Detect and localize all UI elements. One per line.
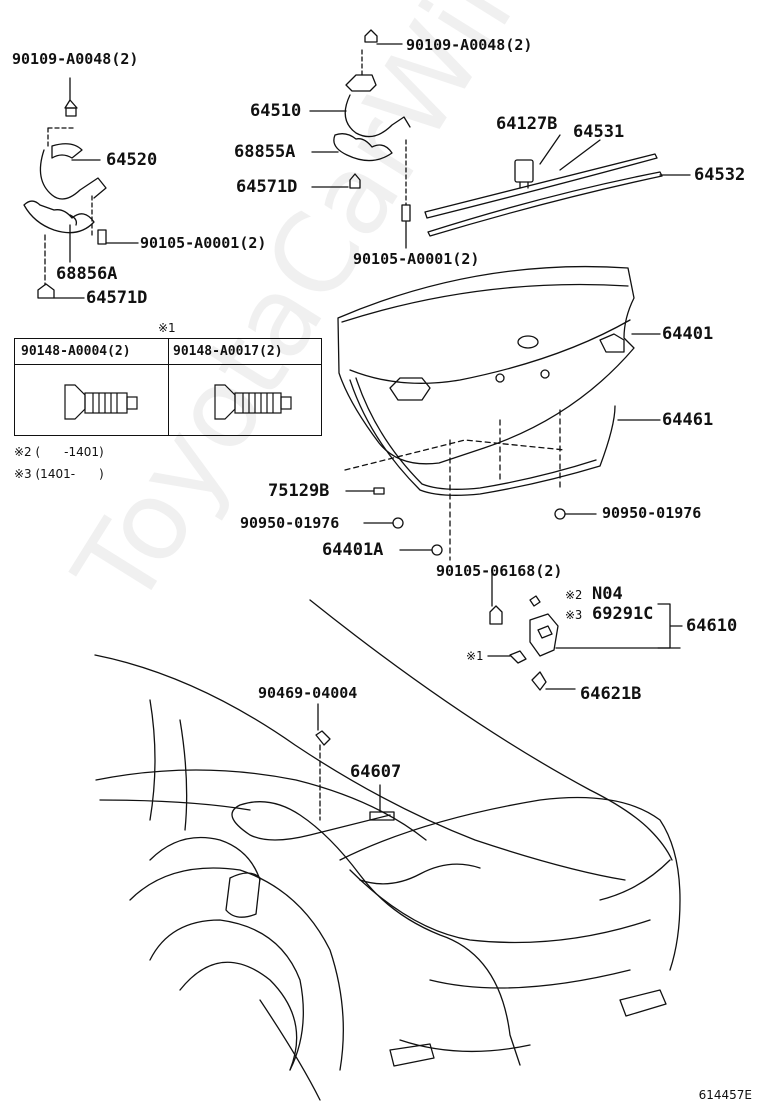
label-75129b: 75129B xyxy=(268,481,330,501)
label-64461: 64461 xyxy=(662,410,714,430)
label-64607: 64607 xyxy=(350,762,402,782)
label-64531: 64531 xyxy=(573,122,625,142)
bolt-icons xyxy=(64,384,292,420)
label-mark-1: ※1 xyxy=(466,649,484,663)
table-col1: 90148-A0004(2) xyxy=(21,344,131,359)
label-64532: 64532 xyxy=(694,165,746,185)
label-64510: 64510 xyxy=(250,101,302,121)
label-mark-2: ※2 xyxy=(565,588,583,602)
molding-strips xyxy=(424,134,691,237)
label-68855a: 68855A xyxy=(234,142,296,162)
table-col2: 90148-A0017(2) xyxy=(173,344,283,359)
label-64401a: 64401A xyxy=(322,540,384,560)
fasteners-rear xyxy=(345,487,597,556)
weatherstrip xyxy=(344,377,661,561)
label-64610: 64610 xyxy=(686,616,738,636)
label-90950-01976-right: 90950-01976 xyxy=(602,504,702,522)
trunk-lid xyxy=(337,265,661,465)
label-90105-a0001-mid: 90105-A0001(2) xyxy=(353,250,480,268)
table-marker: ※1 xyxy=(158,321,176,335)
lock-assembly xyxy=(487,569,683,691)
label-64127b: 64127B xyxy=(496,114,558,134)
label-90109-a0048-left: 90109-A0048(2) xyxy=(12,50,139,68)
label-64621b: 64621B xyxy=(580,684,642,704)
label-90105-06168: 90105-06168(2) xyxy=(436,562,563,580)
label-n04: N04 xyxy=(592,584,623,604)
label-90469-04004: 90469-04004 xyxy=(258,684,358,702)
label-64401: 64401 xyxy=(662,324,714,344)
table-divider xyxy=(168,339,169,435)
label-64571d-left: 64571D xyxy=(86,288,148,308)
note-2: ※2 ( -1401) xyxy=(14,445,104,459)
label-64520: 64520 xyxy=(106,150,158,170)
label-68856a: 68856A xyxy=(56,264,118,284)
note-3: ※3 (1401- ) xyxy=(14,467,104,481)
label-mark-3: ※3 xyxy=(565,608,583,622)
car-body xyxy=(94,599,681,1101)
label-90109-a0048-top: 90109-A0048(2) xyxy=(406,36,533,54)
label-90950-01976-left: 90950-01976 xyxy=(240,514,340,532)
label-69291c: 69291C xyxy=(592,604,654,624)
opener-cable xyxy=(231,703,521,1066)
bolt-icon-1 xyxy=(64,384,138,420)
bolt-icon-2 xyxy=(214,384,292,420)
left-hinge-assembly xyxy=(23,77,139,299)
middle-hinge-assembly xyxy=(309,29,411,249)
figure-number: 614457E xyxy=(698,1088,752,1102)
bolt-table: 90148-A0004(2) 90148-A0017(2) xyxy=(14,338,322,436)
label-90105-a0001-left: 90105-A0001(2) xyxy=(140,234,267,252)
label-64571d-top: 64571D xyxy=(236,177,298,197)
